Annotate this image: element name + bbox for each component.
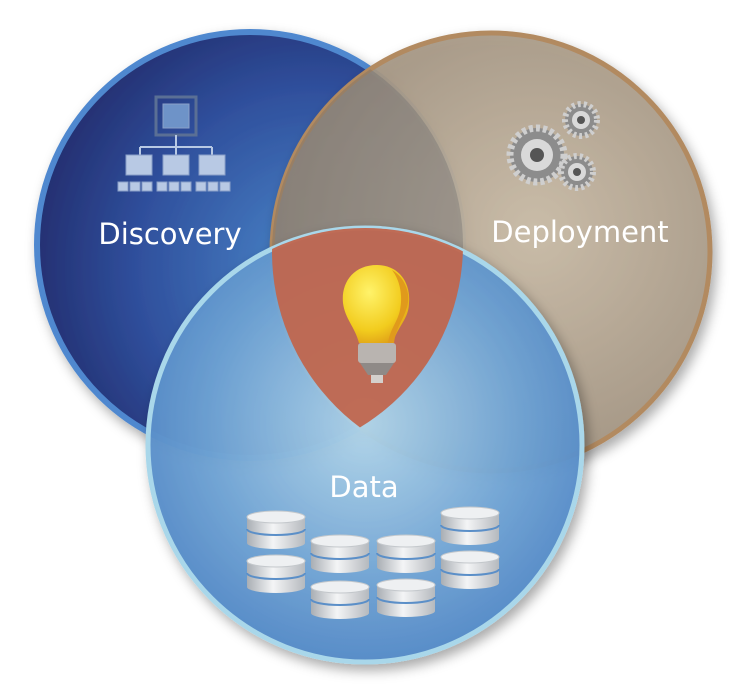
org-chart-icon — [117, 95, 231, 192]
database-stack — [310, 534, 370, 573]
label-deployment: Deployment — [491, 215, 668, 249]
lightbulb-icon — [342, 265, 410, 383]
database-stack — [440, 550, 500, 589]
database-icon — [246, 506, 500, 619]
label-discovery: Discovery — [98, 217, 241, 251]
database-stack — [376, 534, 436, 573]
database-stack — [376, 578, 436, 617]
database-stack — [246, 510, 306, 549]
database-stack — [246, 554, 306, 593]
database-stack — [440, 506, 500, 545]
database-stack — [310, 580, 370, 619]
label-data: Data — [329, 470, 398, 504]
gears-icon — [506, 101, 600, 191]
